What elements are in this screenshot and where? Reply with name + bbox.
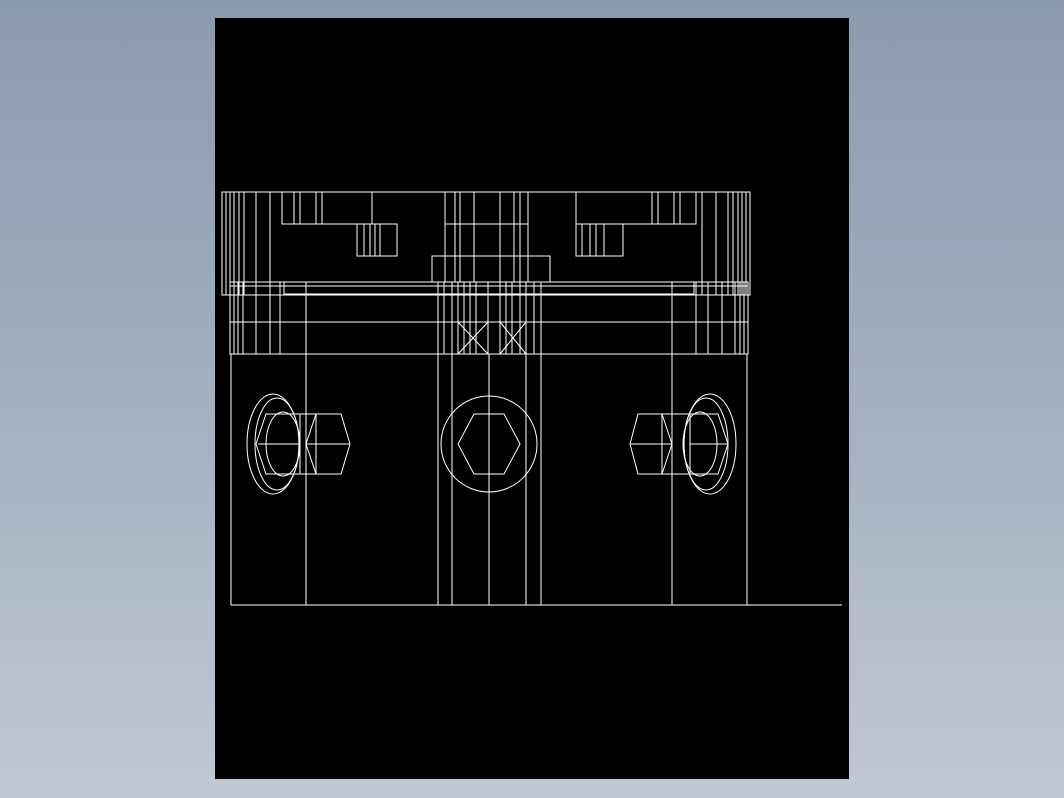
flange-outline: [229, 281, 749, 355]
cad-drawing: [221, 191, 842, 606]
hex-socket: [457, 413, 521, 475]
right-bolt-head: [689, 413, 729, 475]
left-bolt-head: [255, 413, 301, 475]
right-hex-bolt: [629, 393, 737, 495]
center-hex-socket: [440, 395, 538, 493]
socket-circle: [440, 395, 538, 493]
left-hex-bolt: [246, 393, 351, 495]
drawing-sheet: [215, 18, 849, 779]
mounting-flange-plate: [229, 281, 749, 355]
gear-outline: [221, 191, 751, 296]
body-block: [230, 354, 748, 605]
top-gear-assembly: [221, 191, 751, 296]
